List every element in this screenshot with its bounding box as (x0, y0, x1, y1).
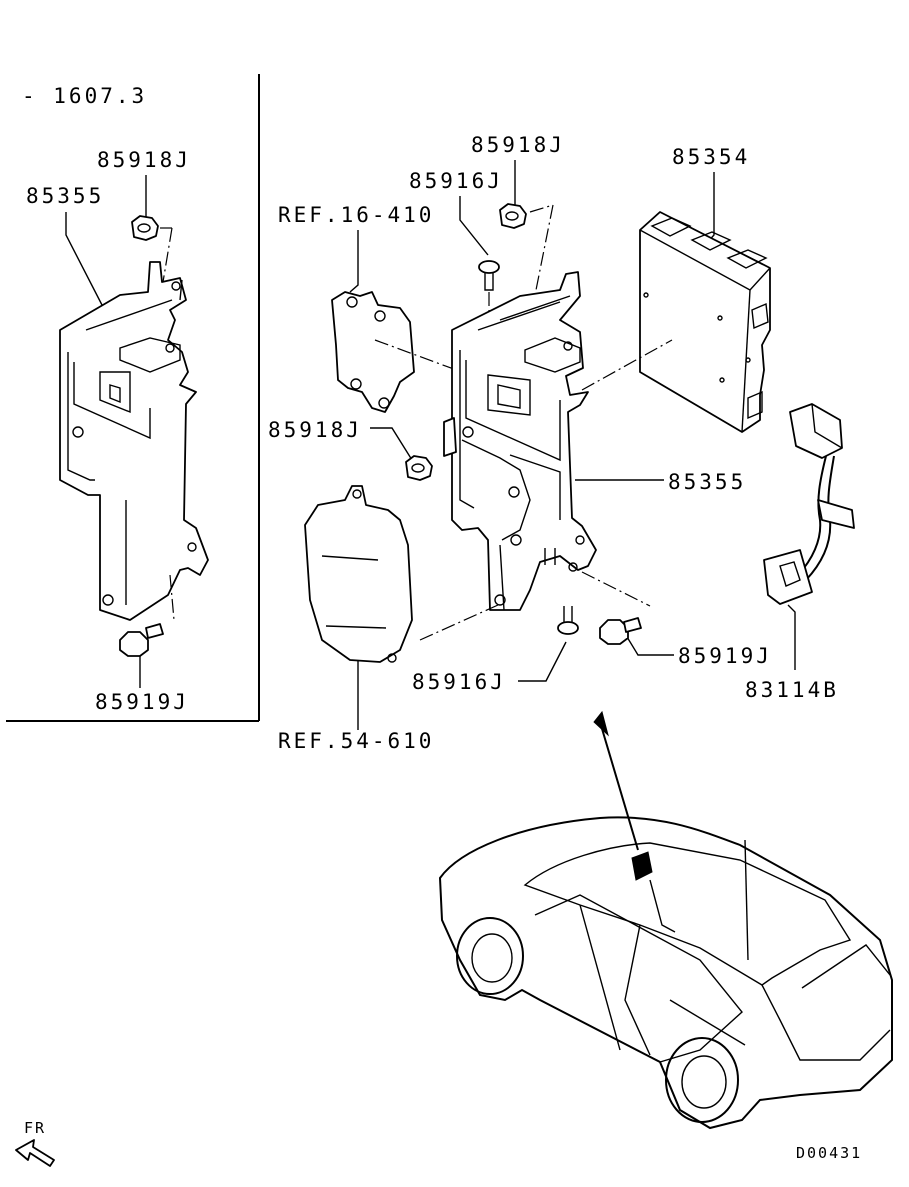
front-arrow-icon (15, 1139, 55, 1167)
inset-date-code: - 1607.3 (22, 84, 147, 108)
inset-bracket-icon (59, 261, 209, 621)
bolt-main-icon (599, 617, 642, 645)
bracket-label: 85355 (668, 470, 746, 494)
inset-bolt-icon (119, 623, 164, 657)
vehicle-location-icon (438, 710, 893, 1130)
screw-top-leader (459, 196, 489, 256)
module-label: 85354 (672, 145, 750, 169)
inset-bracket-label: 85355 (26, 184, 104, 208)
harness-83114b-icon (763, 403, 855, 605)
harness-label: 83114B (745, 678, 839, 702)
screw-bottom-leader (518, 641, 567, 682)
nut-left-leader (370, 427, 413, 461)
inset-bolt-label: 85919J (95, 690, 189, 714)
inset-panel: - 1607.3 85918J 85355 85919J (6, 74, 260, 722)
front-direction-label: FR (24, 1119, 46, 1137)
ref-54-610-part-icon (304, 485, 413, 663)
bracket-85355-icon (443, 271, 597, 611)
ref-top-label: REF.16-410 (278, 203, 434, 227)
screw-bottom-icon (557, 606, 579, 635)
ref-bottom-leader (354, 651, 359, 730)
nut-left-label: 85918J (268, 418, 362, 442)
ref-16-410-part-icon (331, 291, 415, 413)
front-direction-indicator: FR (15, 1119, 55, 1167)
harness-leader (787, 604, 796, 670)
inset-nut-icon (131, 215, 159, 241)
nut-top-icon (499, 203, 527, 229)
ref-bottom-label: REF.54-610 (278, 729, 434, 753)
bolt-label: 85919J (678, 644, 772, 668)
screw-bottom-label: 85916J (412, 670, 506, 694)
drawing-code: D00431 (796, 1144, 862, 1162)
module-85354-icon (639, 211, 771, 433)
location-arrow (599, 721, 639, 851)
nut-left-icon (405, 455, 433, 481)
screw-top-icon (478, 260, 500, 291)
screw-top-label: 85916J (409, 169, 503, 193)
rear-wheel (665, 1037, 739, 1123)
inset-nut-label: 85918J (97, 148, 191, 172)
inset-bracket-leader (65, 212, 103, 306)
main-assembly: 85918J 85916J REF.16-410 85354 85918J 85… (268, 133, 855, 753)
bolt-leader (623, 631, 674, 656)
ref-top-leader (349, 230, 359, 293)
front-wheel (456, 917, 524, 995)
nut-top-label: 85918J (471, 133, 565, 157)
